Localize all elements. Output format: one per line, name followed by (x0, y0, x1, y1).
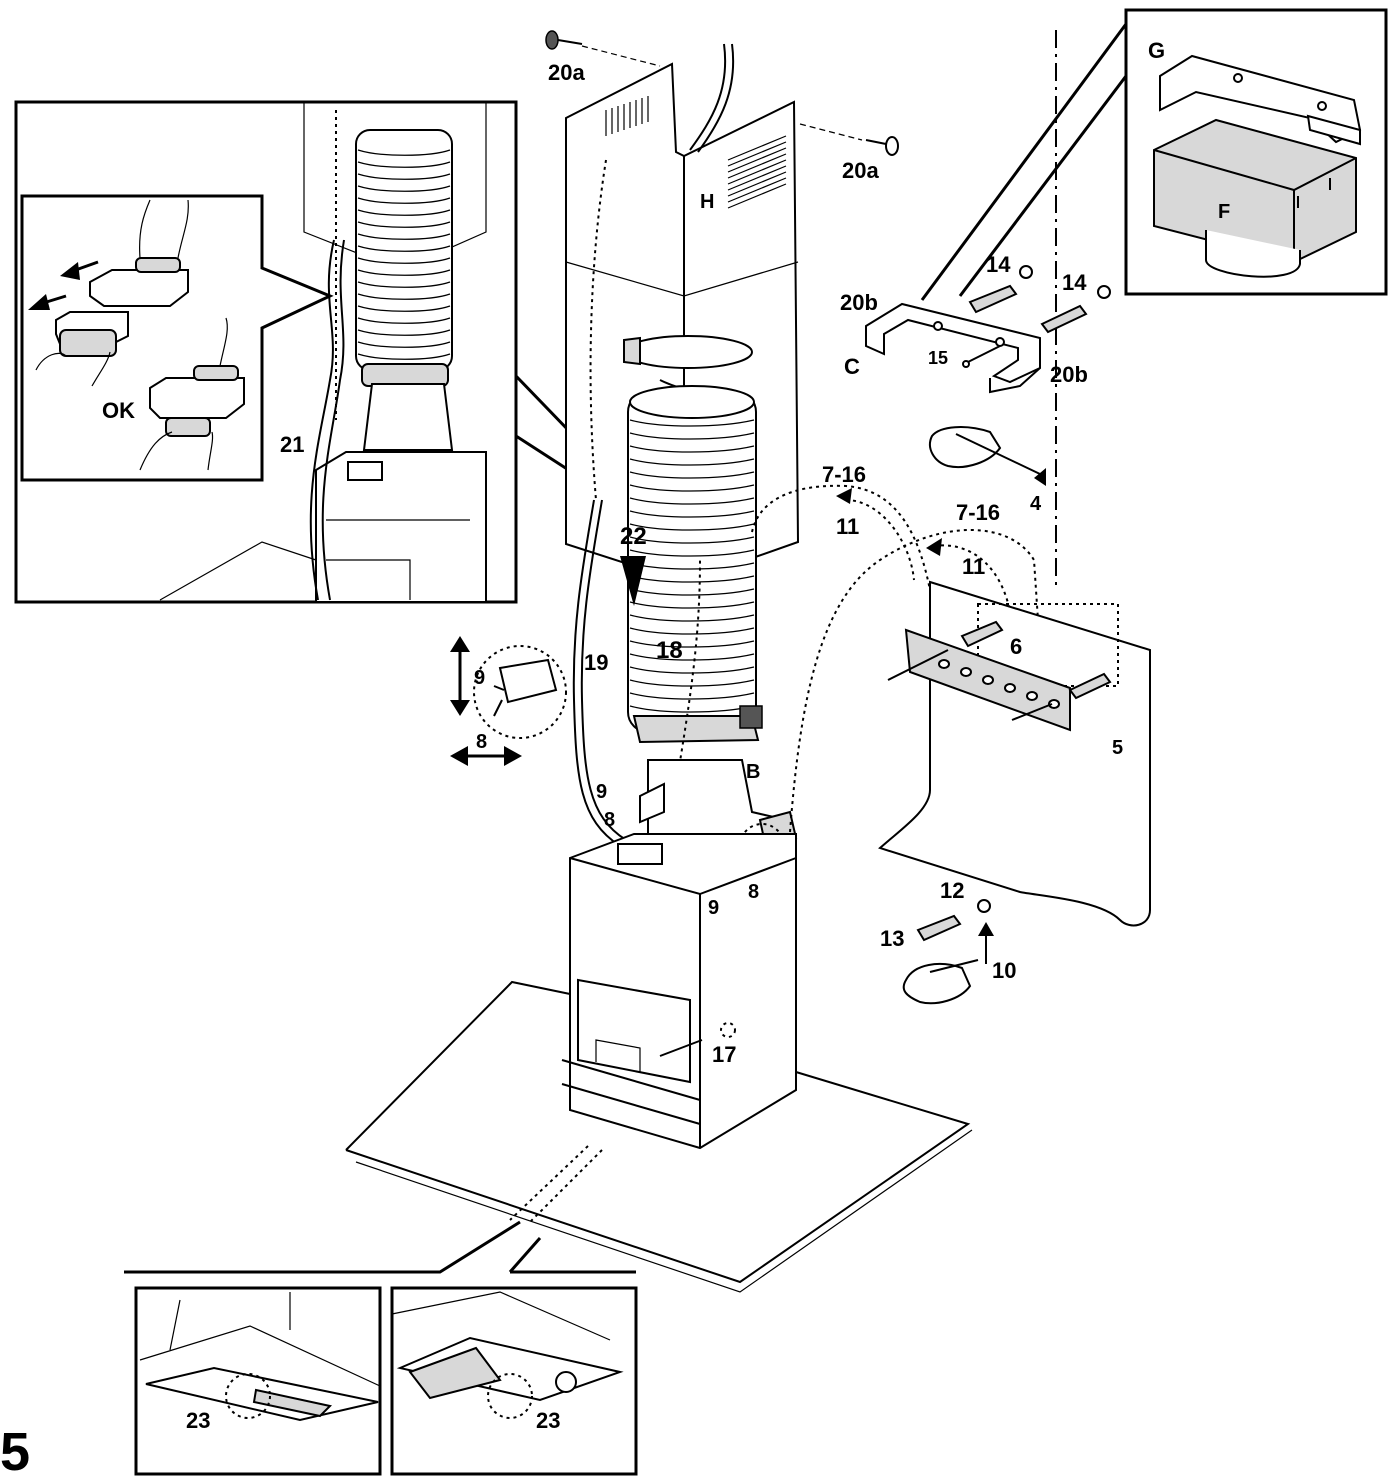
ceiling-bracket-C: 14 14 20b 20b C 15 (840, 252, 1111, 394)
label-20a-top: 20a (548, 60, 585, 85)
label-8-body: 8 (604, 809, 615, 831)
label-B: B (746, 761, 760, 783)
screw-icon (799, 123, 899, 156)
wall-plug-icon (968, 265, 1033, 314)
label-13: 13 (880, 926, 904, 951)
label-9-right: 9 (708, 897, 719, 919)
wall-plug-icon (1068, 672, 1112, 700)
label-17: 17 (712, 1042, 736, 1067)
label-9-inset: 9 (474, 667, 485, 689)
label-18: 18 (656, 637, 683, 664)
label-H: H (700, 191, 714, 213)
label-8-inset: 8 (476, 731, 487, 753)
wall-panel: 6 5 (878, 580, 1151, 927)
bottom-leaders (124, 1220, 636, 1274)
label-20b-right: 20b (1050, 362, 1088, 387)
label-ok: OK (102, 398, 135, 423)
clip-detail-middle (28, 294, 129, 387)
label-14-b: 14 (1062, 270, 1087, 295)
motor-housing (561, 759, 798, 1150)
inset-duct-detail: OK 21 (14, 100, 630, 604)
hand-with-pencil-icon (902, 922, 994, 1005)
label-8-right: 8 (748, 881, 759, 903)
wall-plug-icon (1040, 285, 1111, 334)
connector-detail (450, 636, 567, 766)
label-7-16-a: 7-16 (822, 462, 866, 487)
hand-with-pencil-icon: 4 (929, 426, 1046, 515)
label-F: F (1218, 201, 1230, 223)
label-15: 15 (928, 348, 948, 368)
label-C: C (844, 354, 860, 379)
label-6: 6 (1010, 634, 1022, 659)
inset-ceiling-bracket: G F (920, 8, 1388, 301)
inset-filter-right: 23 (390, 1286, 638, 1476)
label-10: 10 (992, 958, 1016, 983)
glass-canopy (345, 980, 973, 1293)
label-4: 4 (1030, 493, 1042, 515)
label-21: 21 (280, 432, 304, 457)
wall-plug-icon (916, 899, 991, 942)
label-G: G (1148, 38, 1165, 63)
clip-detail-ok (139, 317, 245, 471)
inset-flexible-duct: 21 (159, 102, 487, 603)
label-9-body: 9 (596, 781, 607, 803)
label-14-a: 14 (986, 252, 1011, 277)
label-23-left: 23 (186, 1408, 210, 1433)
wall-plug-icon (960, 620, 1004, 648)
label-20b-left: 20b (840, 290, 878, 315)
screw-icon (545, 30, 661, 67)
power-cable (572, 499, 627, 847)
label-11-a: 11 (836, 514, 859, 539)
inset-filter-left: 23 (134, 1286, 382, 1476)
label-12: 12 (940, 878, 964, 903)
label-20a-right: 20a (842, 158, 879, 183)
label-19: 19 (584, 650, 608, 675)
figure-number: 5 (0, 1422, 30, 1476)
marking-arcs: 7-16 11 7-16 11 (751, 462, 1050, 833)
label-5: 5 (1112, 737, 1123, 759)
clip-detail-top (60, 199, 189, 307)
label-7-16-b: 7-16 (956, 500, 1000, 525)
label-22: 22 (620, 523, 647, 550)
flexible-duct: 22 18 (589, 159, 763, 787)
label-11-b: 11 (962, 554, 985, 579)
label-23-right: 23 (536, 1408, 560, 1433)
